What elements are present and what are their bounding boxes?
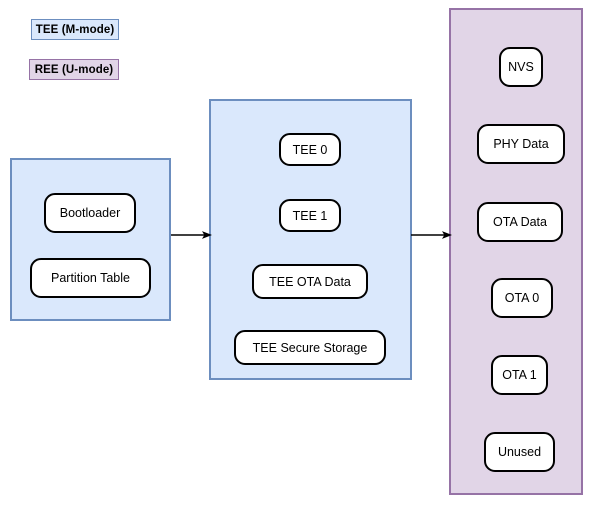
node-tee-0[interactable]: TEE 0: [279, 133, 341, 166]
group-ree-region: [449, 8, 583, 495]
node-unused[interactable]: Unused: [484, 432, 555, 472]
arrow-boot-to-tee-icon: [171, 231, 212, 239]
arrow-tee-to-ree-icon: [411, 231, 452, 239]
node-tee-secure-storage[interactable]: TEE Secure Storage: [234, 330, 386, 365]
node-ota-1[interactable]: OTA 1: [491, 355, 548, 395]
node-tee-1[interactable]: TEE 1: [279, 199, 341, 232]
node-ota-data[interactable]: OTA Data: [477, 202, 563, 242]
node-tee-ota-data[interactable]: TEE OTA Data: [252, 264, 368, 299]
legend-item-ree: REE (U-mode): [29, 59, 119, 80]
node-partition-table[interactable]: Partition Table: [30, 258, 151, 298]
node-ota-0[interactable]: OTA 0: [491, 278, 553, 318]
legend-item-tee: TEE (M-mode): [31, 19, 119, 40]
node-phy-data[interactable]: PHY Data: [477, 124, 565, 164]
node-bootloader[interactable]: Bootloader: [44, 193, 136, 233]
node-nvs[interactable]: NVS: [499, 47, 543, 87]
